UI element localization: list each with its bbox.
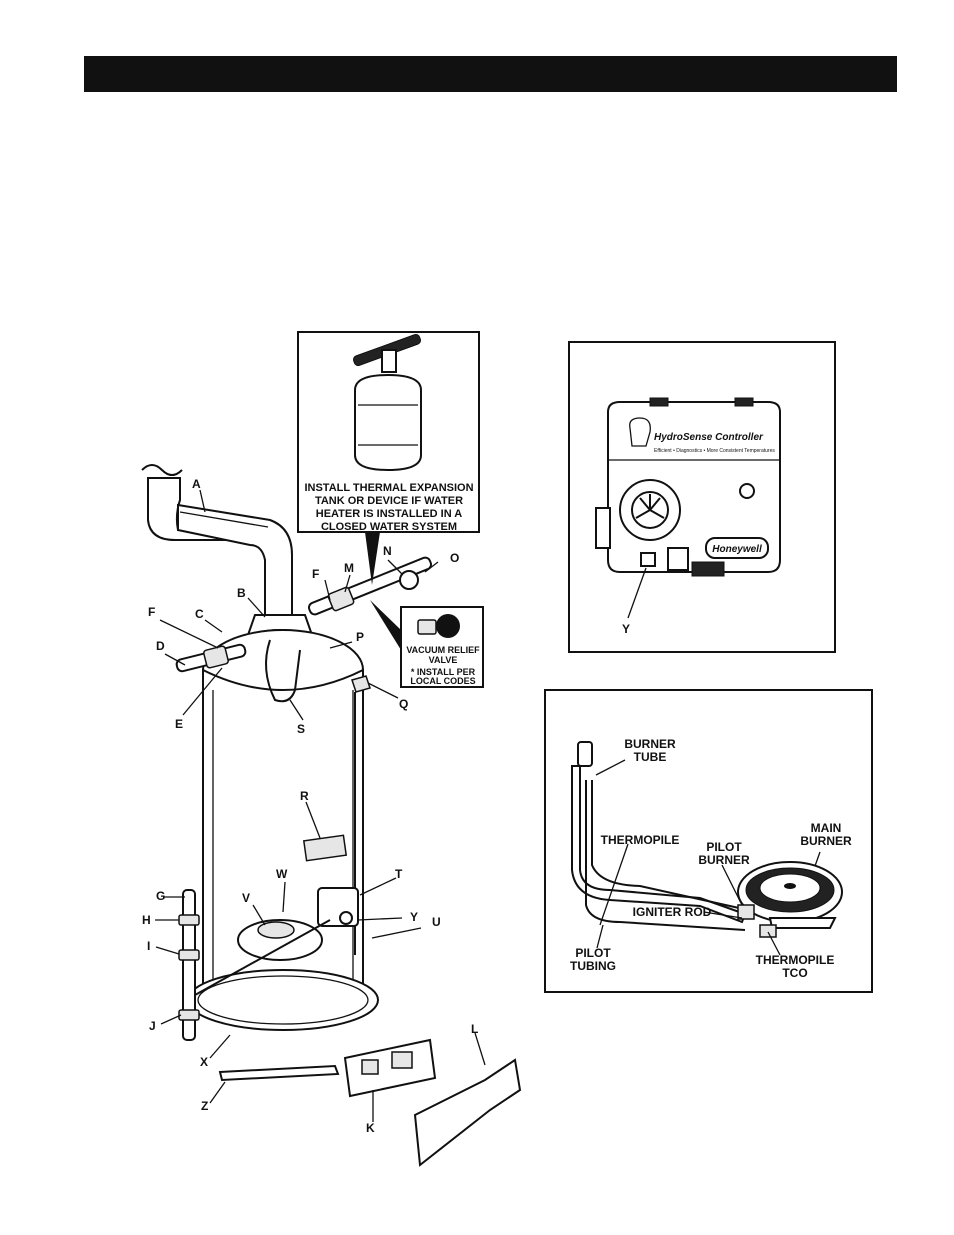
burner-tube-label-2: TUBE — [634, 750, 667, 764]
pilot-burner-label-2: BURNER — [698, 853, 750, 867]
controller-callout-y: Y — [622, 622, 630, 636]
expansion-tank-line-2: TANK OR DEVICE IF WATER — [315, 495, 463, 507]
pilot-tubing-label-1: PILOT — [575, 946, 611, 960]
expansion-tank-line-3: HEATER IS INSTALLED IN A — [316, 508, 463, 520]
thermopile-label: THERMOPILE — [601, 833, 680, 847]
main-burner-label-1: MAIN — [811, 821, 842, 835]
thermopile-tco-label-2: TCO — [782, 966, 807, 980]
callout-a: A — [192, 477, 201, 491]
callout-i: I — [147, 939, 150, 953]
pilot-burner-label-1: PILOT — [706, 840, 742, 854]
callout-e: E — [175, 717, 183, 731]
callout-v: V — [242, 891, 250, 905]
vacuum-relief-note-2: LOCAL CODES — [410, 676, 475, 686]
callout-b: B — [237, 586, 246, 600]
callout-u: U — [432, 915, 441, 929]
controller-callout-box: HydroSense Controller Efficient • Diagno… — [568, 341, 836, 653]
expansion-tank-line-4: CLOSED WATER SYSTEM — [321, 521, 457, 533]
callout-p: P — [356, 630, 364, 644]
expansion-tank-arrow — [365, 532, 380, 585]
burner-tube-label-1: BURNER — [624, 737, 676, 751]
controller-tagline: Efficient • Diagnostics • More Consisten… — [654, 448, 775, 454]
callout-s: S — [297, 722, 305, 736]
vacuum-relief-title-2: VALVE — [429, 655, 458, 665]
callout-m: M — [344, 561, 354, 575]
callout-d: D — [156, 639, 165, 653]
callout-c: C — [195, 607, 204, 621]
main-burner-label-2: BURNER — [800, 834, 852, 848]
vacuum-relief-callout-box: VACUUM RELIEF VALVE * INSTALL PER LOCAL … — [370, 600, 484, 688]
callout-n: N — [383, 544, 392, 558]
controller-brand-name: HydroSense Controller — [654, 432, 764, 443]
callout-k: K — [366, 1121, 375, 1135]
callout-q: Q — [399, 697, 408, 711]
callout-f-left: F — [148, 605, 155, 619]
burner-assembly-callout-box: BURNER TUBE THERMOPILE PILOT BURNER MAIN… — [544, 689, 873, 993]
callout-f-right: F — [312, 567, 319, 581]
vacuum-relief-arrow — [370, 600, 401, 650]
callout-t: T — [395, 867, 403, 881]
pilot-tubing-label-2: TUBING — [570, 959, 616, 973]
callout-j: J — [149, 1019, 156, 1033]
callout-y-main: Y — [410, 910, 418, 924]
expansion-tank-callout-box: INSTALL THERMAL EXPANSION TANK OR DEVICE… — [297, 331, 480, 585]
main-callout-labels: A B C F D E F M N O P Q S R T Y U W V G … — [142, 477, 478, 1135]
main-callout-leaders — [155, 489, 486, 1122]
callout-r: R — [300, 789, 309, 803]
callout-z: Z — [201, 1099, 208, 1113]
igniter-rod-label: IGNITER ROD — [633, 905, 712, 919]
callout-o: O — [450, 551, 459, 565]
callout-l: L — [471, 1022, 478, 1036]
controller-maker: Honeywell — [712, 544, 762, 555]
callout-g: G — [156, 889, 165, 903]
expansion-tank-line-1: INSTALL THERMAL EXPANSION — [304, 482, 473, 494]
vacuum-relief-title-1: VACUUM RELIEF — [406, 645, 480, 655]
water-heater-illustration — [141, 464, 522, 1167]
callout-h: H — [142, 913, 151, 927]
vacuum-relief-note-1: * INSTALL PER — [411, 667, 476, 677]
callout-w: W — [276, 867, 288, 881]
thermopile-tco-label-1: THERMOPILE — [756, 953, 835, 967]
section-header-bar — [84, 56, 897, 92]
callout-x: X — [200, 1055, 208, 1069]
